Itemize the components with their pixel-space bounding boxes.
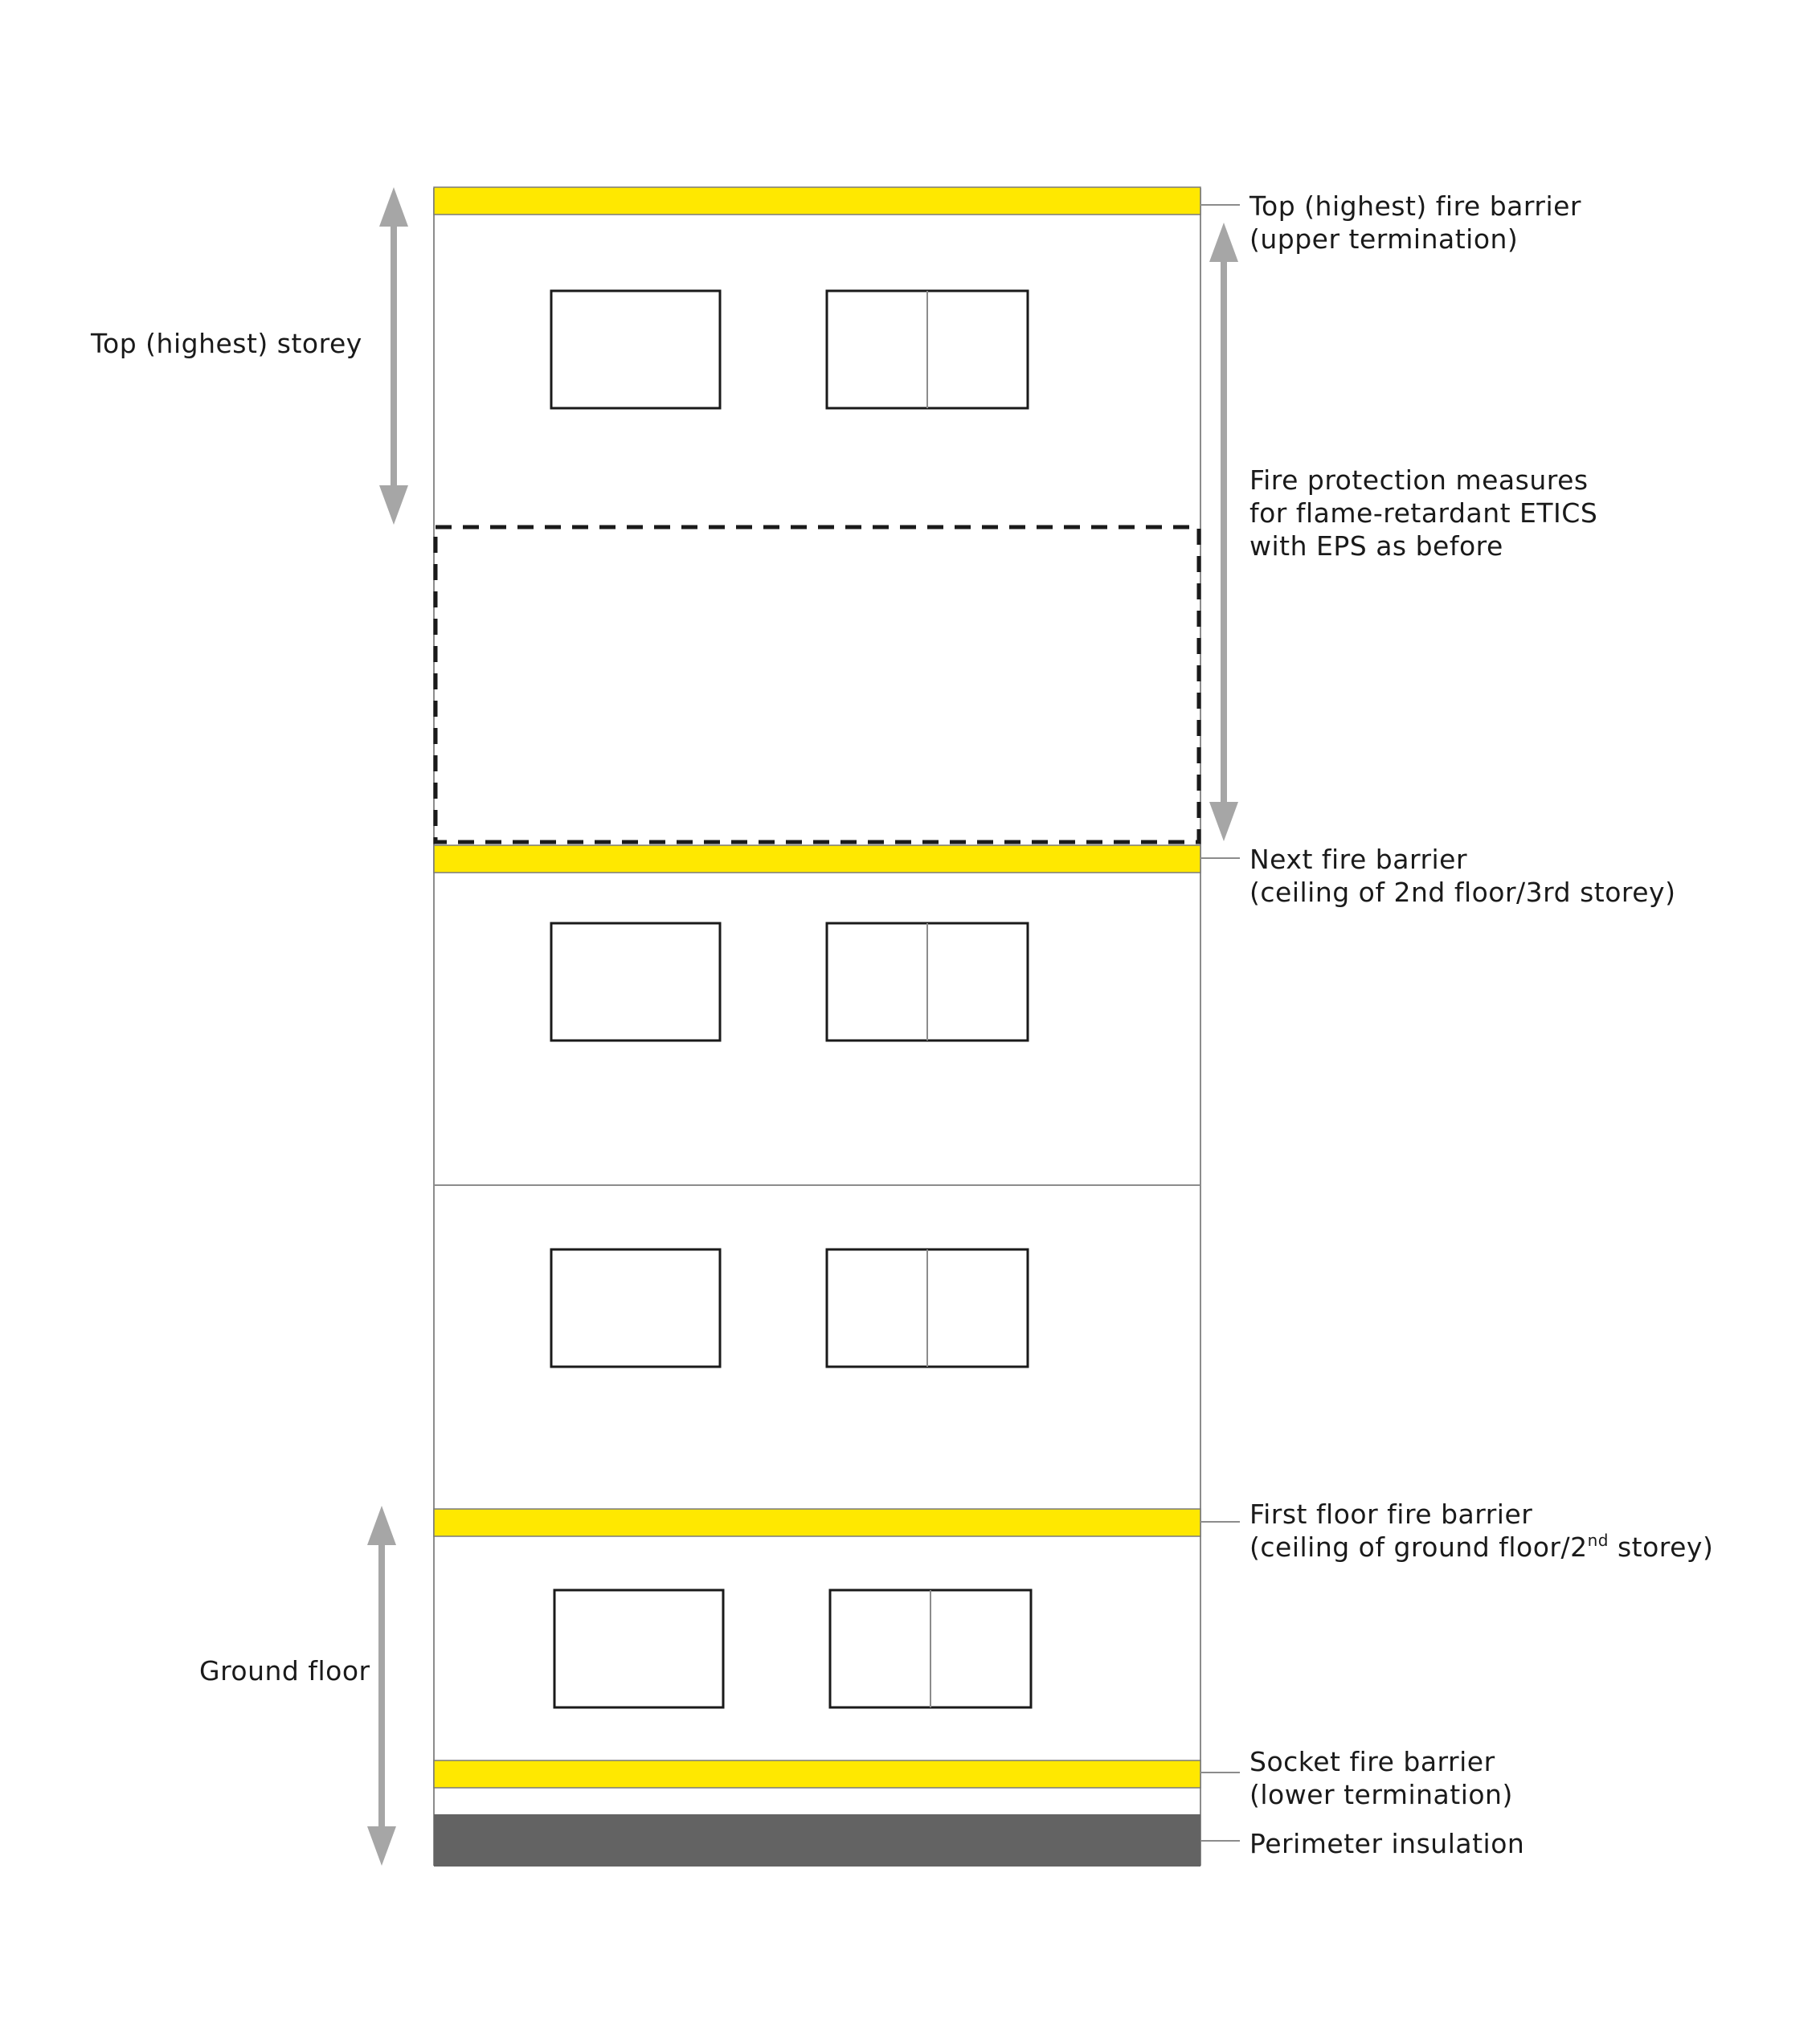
- svg-text:for flame-retardant ETICS: for flame-retardant ETICS: [1249, 497, 1597, 529]
- windows: [550, 289, 1033, 1709]
- perimeter-insulation-label: Perimeter insulation: [1249, 1828, 1524, 1859]
- top-fire-barrier: [433, 186, 1201, 215]
- top-storey-label: Top (highest) storey: [90, 328, 362, 359]
- window-top-left: [550, 289, 722, 410]
- ground-floor-arrow: [367, 1506, 396, 1866]
- first-floor-barrier-label: First floor fire barrier (ceiling of gro…: [1249, 1499, 1713, 1563]
- top-barrier-label: Top (highest) fire barrier (upper termin…: [1249, 190, 1581, 255]
- socket-fire-barrier: [433, 1760, 1201, 1789]
- omitted-storeys-dashed-box: [433, 525, 1201, 844]
- svg-text:First floor fire barrier: First floor fire barrier: [1249, 1499, 1532, 1530]
- svg-text:(ceiling of ground floor/2nd s: (ceiling of ground floor/2nd storey): [1249, 1531, 1713, 1563]
- dimension-arrows: [367, 187, 1238, 1866]
- leader-lines: [1200, 204, 1240, 1842]
- building-facade: [433, 188, 1201, 1866]
- svg-text:(upper termination): (upper termination): [1249, 223, 1518, 255]
- fire-protection-label: Fire protection measures for flame-retar…: [1249, 464, 1597, 562]
- svg-text:Next fire barrier: Next fire barrier: [1249, 844, 1467, 875]
- top-storey-arrow: [379, 187, 408, 525]
- fire-protection-arrow: [1209, 223, 1238, 841]
- ground-floor-label: Ground floor: [199, 1655, 370, 1687]
- fire-barriers: [433, 186, 1201, 1789]
- svg-text:(lower termination): (lower termination): [1249, 1779, 1513, 1810]
- next-fire-barrier: [433, 844, 1201, 873]
- svg-text:Top (highest) fire barrier: Top (highest) fire barrier: [1249, 190, 1581, 222]
- first-floor-fire-barrier: [433, 1508, 1201, 1537]
- next-barrier-label: Next fire barrier (ceiling of 2nd floor/…: [1249, 844, 1675, 908]
- socket-barrier-label: Socket fire barrier (lower termination): [1249, 1746, 1513, 1810]
- window-ground-left: [553, 1589, 725, 1709]
- svg-text:with EPS as before: with EPS as before: [1249, 530, 1503, 562]
- svg-text:Fire protection measures: Fire protection measures: [1249, 464, 1589, 496]
- svg-text:(ceiling of 2nd floor/3rd stor: (ceiling of 2nd floor/3rd storey): [1249, 877, 1675, 908]
- window-third-left: [550, 922, 722, 1042]
- window-second-left: [550, 1248, 722, 1368]
- perimeter-insulation: [434, 1814, 1200, 1867]
- svg-text:Socket fire barrier: Socket fire barrier: [1249, 1746, 1495, 1777]
